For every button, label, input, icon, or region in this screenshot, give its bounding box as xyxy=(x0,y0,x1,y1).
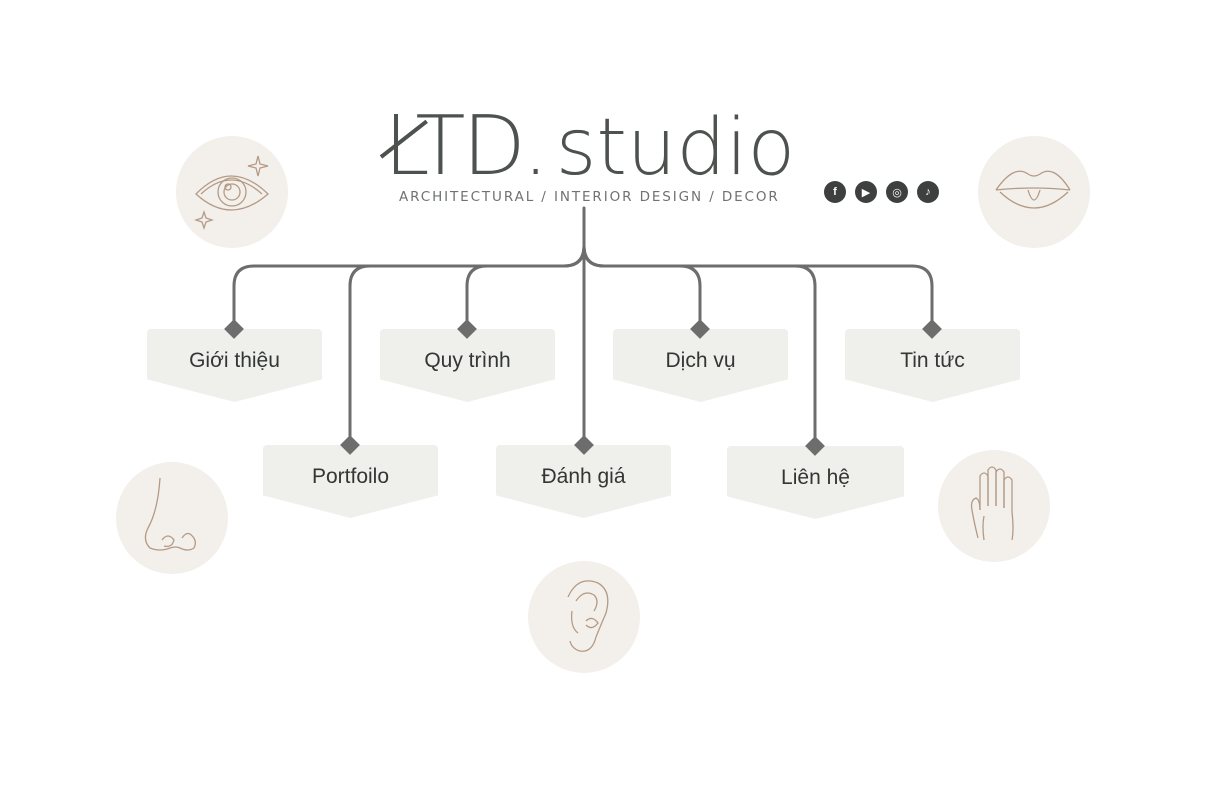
hand-icon xyxy=(938,450,1050,562)
nav-quy-trinh-label: Quy trình xyxy=(424,349,511,372)
nav-gioi-thieu-label: Giới thiệu xyxy=(189,349,280,372)
brand-logo[interactable]: LTD.studio xyxy=(384,103,796,193)
tiktok-icon[interactable]: ♪ xyxy=(917,181,939,203)
nav-danh-gia-label: Đánh giá xyxy=(541,465,626,488)
nav-lien-he-label: Liên hệ xyxy=(781,466,850,489)
nav-portfoilo-label: Portfoilo xyxy=(311,465,390,488)
brand-tagline: ARCHITECTURAL / INTERIOR DESIGN / DECOR xyxy=(399,189,780,205)
lips-icon xyxy=(978,136,1090,248)
youtube-icon[interactable]: ▶ xyxy=(855,181,877,203)
nav-tin-tuc-label: Tin tức xyxy=(900,349,965,372)
facebook-icon[interactable]: f xyxy=(824,181,846,203)
logo-word: studio xyxy=(555,103,796,193)
eye-icon xyxy=(176,136,288,248)
nav-dich-vu-label: Dịch vụ xyxy=(665,349,736,372)
logo-mark: LTD. xyxy=(384,99,549,194)
nose-icon xyxy=(116,462,228,574)
instagram-icon[interactable]: ◎ xyxy=(886,181,908,203)
ear-icon xyxy=(528,561,640,673)
